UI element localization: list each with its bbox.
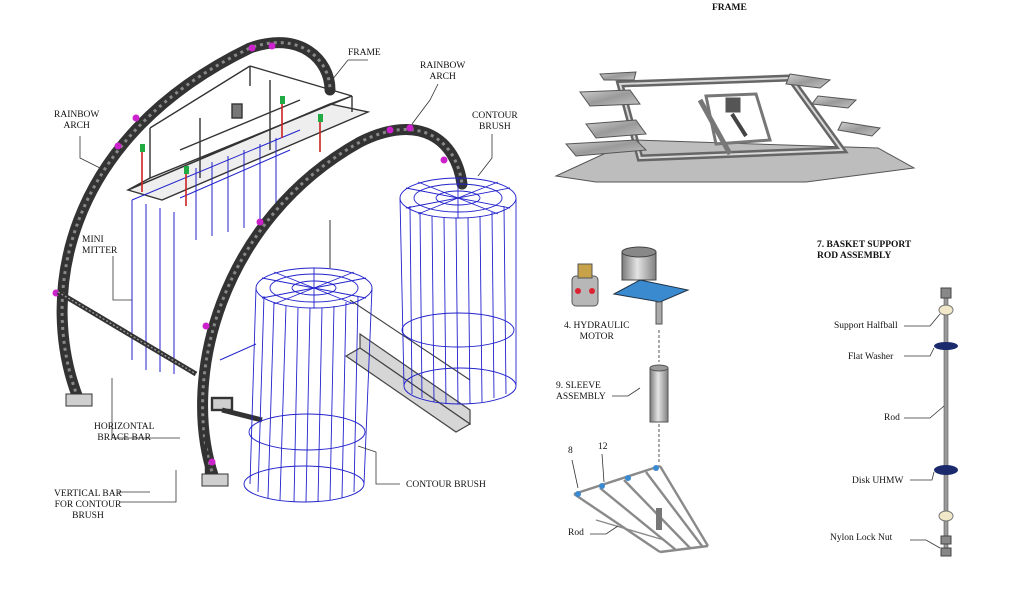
support-halfball-label: Support Halfball	[834, 321, 898, 331]
contour-brush-bottom-label: CONTOUR BRUSH	[406, 480, 486, 490]
rod-right-label: Rod	[884, 413, 900, 423]
vertical-bar-label: VERTICAL BAR FOR CONTOUR BRUSH	[54, 489, 122, 521]
part-8-label: 8	[568, 446, 573, 456]
rainbow-arch-left-label: RAINBOW ARCH	[54, 110, 100, 131]
contour-brush-front-part	[243, 267, 373, 503]
horizontal-brace-bar-label: HORIZONTAL BRACE BAR	[94, 422, 155, 443]
contour-brush-top-label: CONTOUR BRUSH	[472, 111, 518, 132]
basket-part	[573, 464, 710, 554]
rainbow-arch-right-part	[197, 124, 468, 487]
frame-photo-title: FRAME	[712, 3, 747, 13]
basket-support-title: 7. BASKET SUPPORT ROD ASSEMBLY	[817, 240, 912, 261]
leader-lines-main	[79, 59, 493, 503]
rainbow-arch-right-label: RAINBOW ARCH	[420, 61, 466, 82]
car-wash-assembly	[52, 37, 517, 503]
hydraulic-motor-part	[571, 246, 690, 325]
rod-basket-label: Rod	[568, 528, 584, 538]
part-12-label: 12	[598, 442, 608, 452]
hydraulic-motor-label: 4. HYDRAULIC MOTOR	[564, 321, 630, 342]
vertical-bar-part	[204, 396, 263, 474]
contour-brush-rear-part	[399, 177, 517, 405]
rainbow-arch-left-part	[52, 37, 336, 407]
mini-mitter-label: MINI MITTER	[82, 235, 118, 256]
nylon-lock-nut-label: Nylon Lock Nut	[830, 533, 893, 543]
frame-photo	[554, 71, 916, 183]
sleeve-assembly-label: 9. SLEEVE ASSEMBLY	[556, 381, 606, 402]
leader-lines-parts	[571, 387, 641, 535]
horizontal-brace-bar-part	[56, 289, 198, 377]
green-fittings	[140, 96, 323, 174]
leader-lines-rod	[904, 313, 945, 549]
sleeve-assembly-part	[649, 330, 669, 462]
brush-rail-part	[344, 299, 472, 433]
frame-label: FRAME	[348, 48, 381, 58]
flat-washer-label: Flat Washer	[848, 352, 894, 362]
mini-mitter-supports	[141, 104, 321, 206]
disk-uhmw-label: Disk UHMW	[852, 476, 904, 486]
basket-support-rod-part	[934, 287, 958, 557]
